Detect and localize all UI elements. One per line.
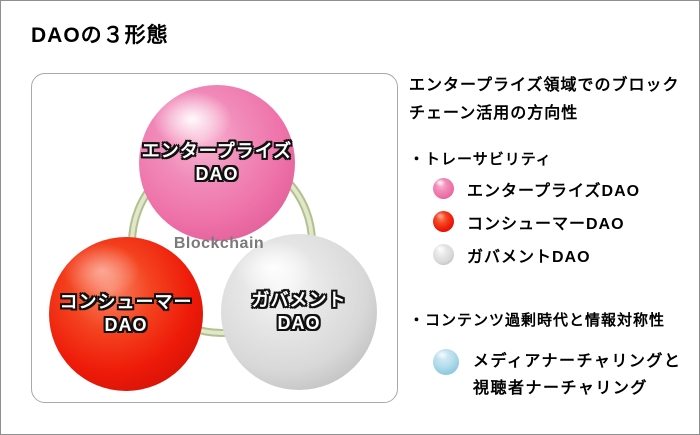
dao-diagram-panel: エンタープライズ DAO コンシューマー DAO ガバメント DAO Block…	[31, 73, 398, 403]
media-nurturing-sphere-icon	[433, 349, 459, 375]
page-title: DAOの３形態	[31, 24, 169, 47]
legend-label-consumer: コンシューマーDAO	[467, 215, 625, 233]
node-enterprise-dao: エンタープライズ DAO	[139, 85, 295, 241]
legend-item-consumer: コンシューマーDAO	[433, 211, 640, 233]
node-consumer-label-line2: DAO	[104, 315, 148, 335]
media-nurturing-item: メディアナーチャリングと 視聴者ナーチャリング	[433, 348, 681, 402]
sidebar-heading-line2: チェーン活用の方向性	[409, 105, 579, 122]
government-dao-sphere-icon	[433, 244, 454, 265]
legend-label-enterprise: エンタープライズDAO	[467, 182, 641, 200]
node-government-label-line1: ガバメント	[251, 290, 347, 310]
media-nurturing-label-line2: 視聴者ナーチャリング	[473, 380, 648, 397]
node-consumer-label-line1: コンシューマー	[59, 292, 193, 312]
enterprise-dao-sphere-icon	[433, 178, 454, 199]
node-consumer-dao: コンシューマー DAO	[49, 237, 203, 391]
blockchain-label: Blockchain	[173, 235, 265, 252]
sidebar-heading-line1: エンタープライズ領域でのブロック	[409, 77, 680, 94]
media-nurturing-label-line1: メディアナーチャリングと	[473, 353, 682, 370]
legend-label-government: ガバメントDAO	[467, 248, 591, 266]
consumer-dao-sphere-icon	[433, 211, 454, 232]
sidebar-heading: エンタープライズ領域でのブロック チェーン活用の方向性	[409, 72, 694, 128]
traceability-bullet: ・トレーサビリティ	[409, 151, 552, 168]
node-government-label-line2: DAO	[277, 313, 321, 333]
legend-item-government: ガバメントDAO	[433, 244, 640, 266]
node-enterprise-label-line1: エンタープライズ	[141, 141, 293, 161]
content-era-bullet: ・コンテンツ過剰時代と情報対称性	[409, 312, 666, 329]
node-enterprise-label-line2: DAO	[195, 164, 239, 184]
legend-item-enterprise: エンタープライズDAO	[433, 178, 641, 200]
node-government-dao: ガバメント DAO	[221, 234, 377, 390]
media-nurturing-label: メディアナーチャリングと 視聴者ナーチャリング	[473, 348, 681, 402]
dao-legend: エンタープライズDAO コンシューマーDAO ガバメントDAO	[433, 178, 641, 266]
